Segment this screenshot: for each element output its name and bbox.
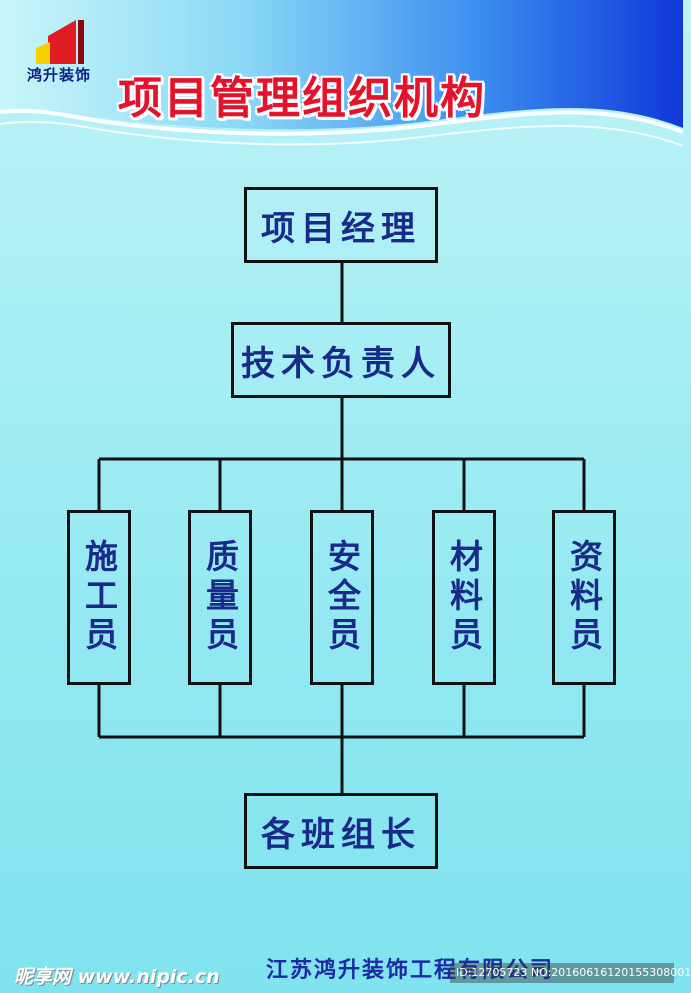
company-logo-icon — [36, 20, 84, 64]
node-role-quality: 质量员 — [188, 510, 252, 685]
logo-text: 鸿升装饰 — [26, 66, 91, 84]
node-project-manager: 项目经理 — [244, 187, 438, 263]
node-role-documents: 资料员 — [552, 510, 616, 685]
page-title: 项目管理组织机构 — [118, 73, 486, 124]
header-banner — [0, 0, 684, 147]
watermark-id: ID:12705723 NO:20160616120155308001 — [450, 963, 691, 983]
node-technical-lead: 技术负责人 — [231, 322, 451, 398]
node-role-materials: 材料员 — [432, 510, 496, 685]
node-team-leaders: 各班组长 — [244, 793, 438, 869]
node-role-safety: 安全员 — [310, 510, 374, 685]
company-name: 江苏鸿升装饰工程有限公司 — [266, 958, 555, 983]
node-role-construction: 施工员 — [67, 510, 131, 685]
watermark-site: 昵享网 www.nipic.cn — [14, 966, 220, 988]
